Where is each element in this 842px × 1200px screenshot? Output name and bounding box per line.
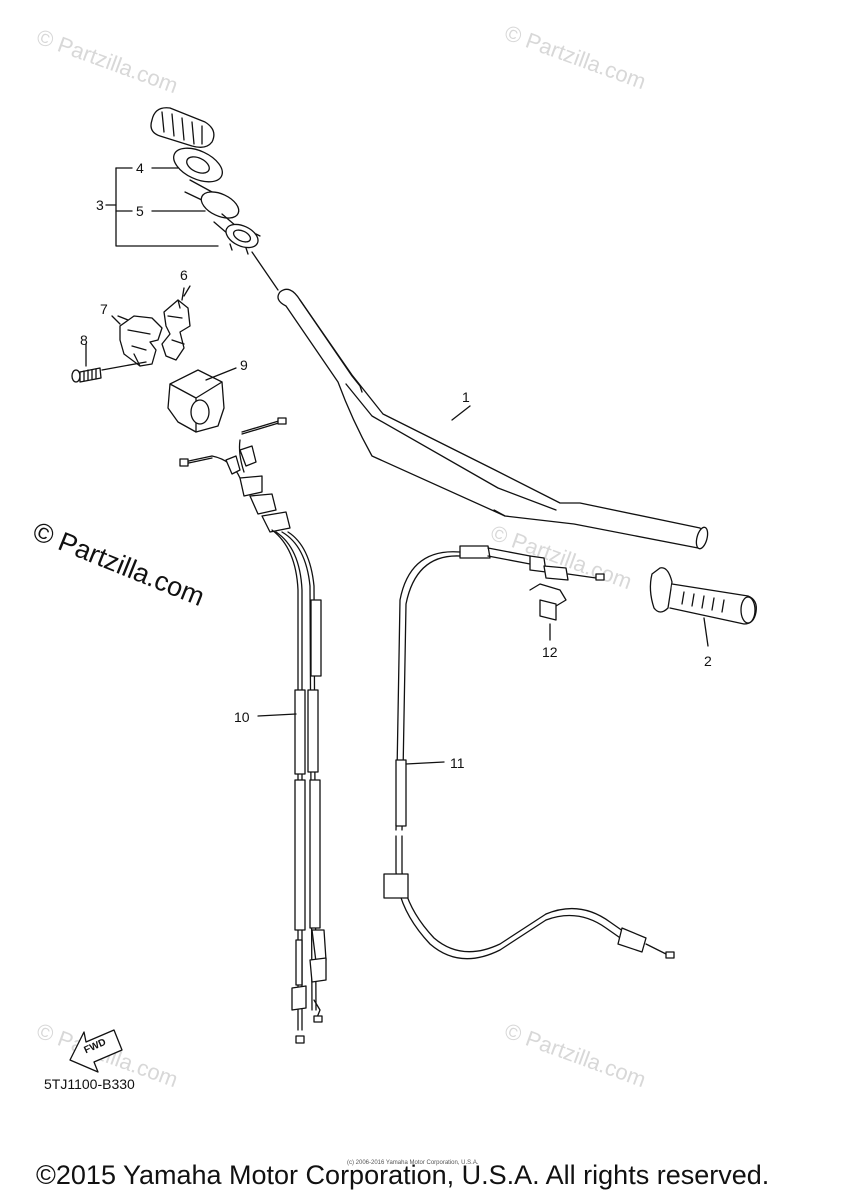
callout-11: 11 — [450, 755, 465, 771]
adjuster-part-12 — [529, 583, 567, 641]
callout-8: 8 — [80, 332, 88, 348]
callout-6: 6 — [180, 267, 188, 283]
callout-2: 2 — [704, 653, 712, 669]
callout-10: 10 — [234, 709, 250, 725]
callout-3: 3 — [96, 197, 104, 213]
right-grip-part-2 — [649, 567, 757, 647]
clutch-cable-part-11 — [383, 545, 675, 960]
clamp-part-7 — [117, 315, 163, 367]
throttle-cable-part-10 — [179, 417, 327, 1044]
callout-9: 9 — [240, 357, 248, 373]
fwd-arrow-icon — [69, 1029, 123, 1073]
handlebar-part-1 — [277, 288, 709, 550]
callout-5: 5 — [136, 203, 144, 219]
left-grip-part-4-5 — [150, 107, 279, 291]
diagram-code: 5TJ1100-B330 — [44, 1076, 135, 1092]
copyright-footer: ©2015 Yamaha Motor Corporation, U.S.A. A… — [36, 1160, 770, 1190]
callout-4: 4 — [136, 160, 144, 176]
cover-part-9 — [167, 367, 237, 433]
copyright-notice-small: (c) 2006-2016 Yamaha Motor Corporation, … — [347, 1160, 479, 1166]
bolt-part-8 — [71, 343, 147, 383]
clamp-part-6 — [161, 287, 191, 361]
callout-bracket-3 — [105, 167, 219, 247]
callout-12: 12 — [542, 644, 558, 660]
leader-lines — [111, 285, 191, 325]
callout-1: 1 — [462, 389, 470, 405]
callout-7: 7 — [100, 301, 108, 317]
